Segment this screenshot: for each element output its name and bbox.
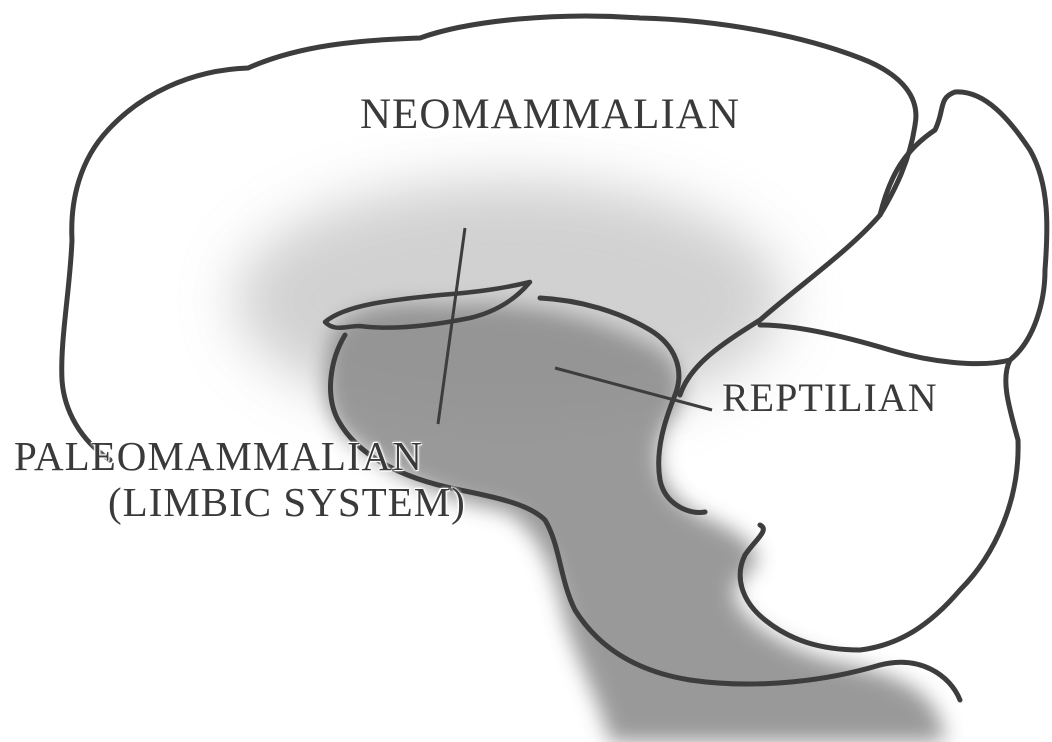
cerebellum-outline	[740, 92, 1047, 650]
label-limbic-system: (LIMBIC SYSTEM)	[108, 478, 466, 526]
label-reptilian: REPTILIAN	[722, 374, 938, 421]
label-neomammalian: NEOMAMMALIAN	[360, 90, 740, 139]
label-paleomammalian: PALEOMAMMALIAN	[14, 432, 423, 480]
